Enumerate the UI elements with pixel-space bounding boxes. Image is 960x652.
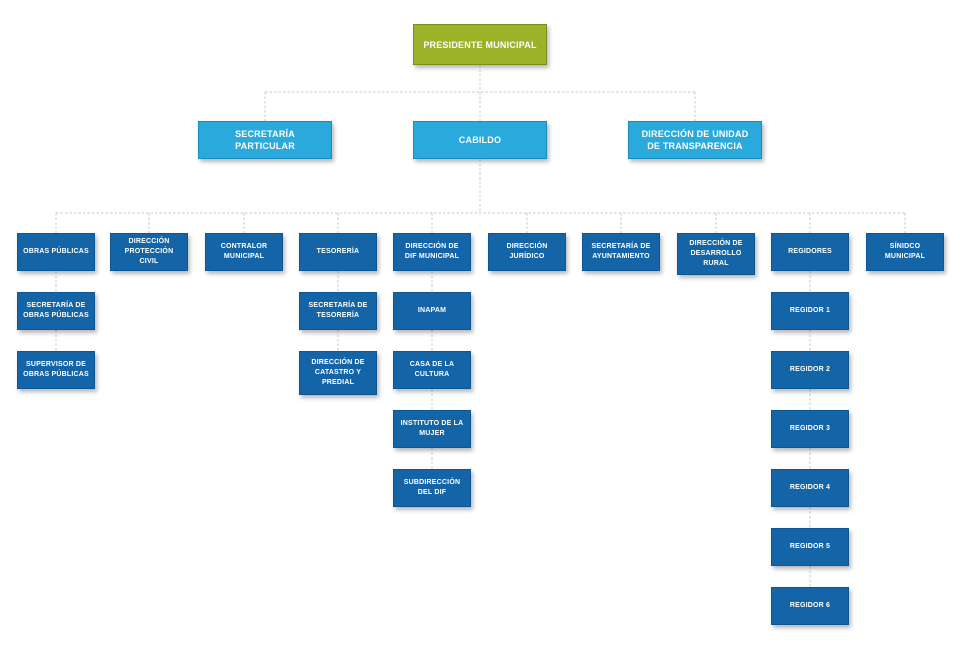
- node-secretaria-tesoreria: SECRETARÍA DE TESORERÍA: [299, 292, 377, 330]
- node-secretaria-particular: SECRETARÍA PARTICULAR: [198, 121, 332, 159]
- node-direccion-catastro-predial: DIRECCIÓN DE CATASTRO Y PREDIAL: [299, 351, 377, 395]
- node-subdireccion-del-dif: SUBDIRECCIÓN DEL DIF: [393, 469, 471, 507]
- node-regidor-4: REGIDOR 4: [771, 469, 849, 507]
- node-supervisor-obras-publicas: SUPERVISOR DE OBRAS PÚBLICAS: [17, 351, 95, 389]
- node-instituto-de-la-mujer: INSTITUTO DE LA MUJER: [393, 410, 471, 448]
- node-direccion-proteccion-civil: DIRECCIÓN PROTECCIÓN CIVIL: [110, 233, 188, 271]
- node-contralor-municipal: CONTRALOR MUNICIPAL: [205, 233, 283, 271]
- node-regidor-3: REGIDOR 3: [771, 410, 849, 448]
- node-direccion-juridico: DIRECCIÓN JURÍDICO: [488, 233, 566, 271]
- node-regidor-6: REGIDOR 6: [771, 587, 849, 625]
- node-direccion-desarrollo-rural: DIRECCIÓN DE DESARROLLO RURAL: [677, 233, 755, 275]
- node-direccion-unidad-transparencia: DIRECCIÓN DE UNIDAD DE TRANSPARENCIA: [628, 121, 762, 159]
- node-presidente-municipal: PRESIDENTE MUNICIPAL: [413, 24, 547, 65]
- node-secretaria-ayuntamiento: SECRETARÍA DE AYUNTAMIENTO: [582, 233, 660, 271]
- node-tesoreria: TESORERÍA: [299, 233, 377, 271]
- node-regidor-5: REGIDOR 5: [771, 528, 849, 566]
- node-inapam: INAPAM: [393, 292, 471, 330]
- node-regidor-1: REGIDOR 1: [771, 292, 849, 330]
- node-sindico-municipal: SÍNIDCO MUNICIPAL: [866, 233, 944, 271]
- node-cabildo: CABILDO: [413, 121, 547, 159]
- node-obras-publicas: OBRAS PÚBLICAS: [17, 233, 95, 271]
- node-regidores: REGIDORES: [771, 233, 849, 271]
- node-casa-de-la-cultura: CASA DE LA CULTURA: [393, 351, 471, 389]
- node-regidor-2: REGIDOR 2: [771, 351, 849, 389]
- node-direccion-dif-municipal: DIRECCIÓN DE DIF MUNICIPAL: [393, 233, 471, 271]
- node-secretaria-obras-publicas: SECRETARÍA DE OBRAS PÚBLICAS: [17, 292, 95, 330]
